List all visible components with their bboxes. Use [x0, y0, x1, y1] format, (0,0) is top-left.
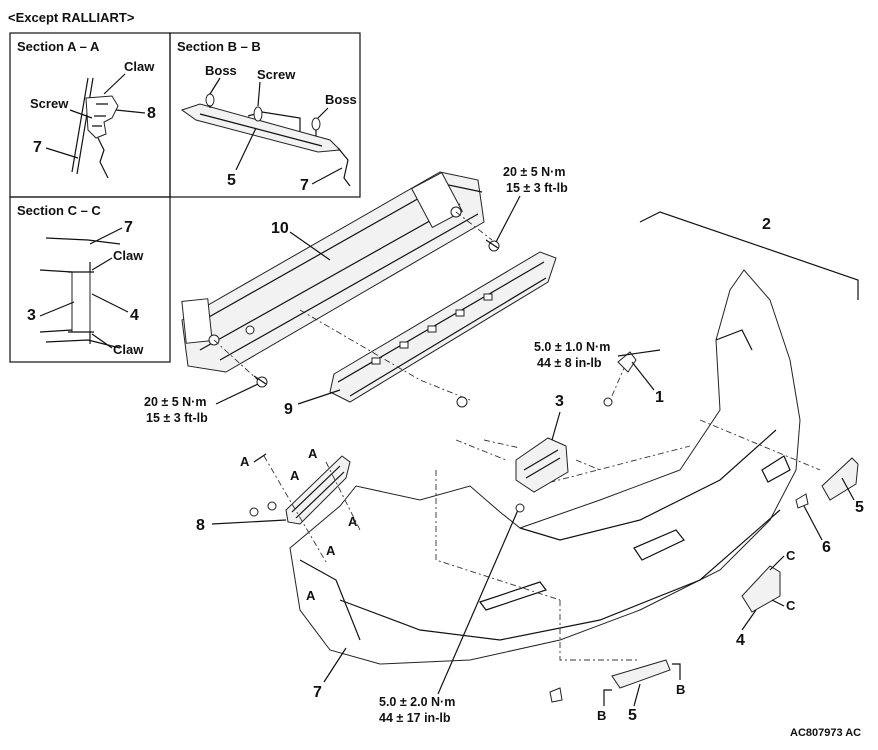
svg-text:A: A [240, 454, 250, 469]
section-c-box: Section C – C 7 Claw 3 4 Claw [9, 196, 171, 363]
torque-left-ftlb: 15 ± 3 ft-lb [146, 411, 208, 425]
section-b-boss-left-label: Boss [205, 63, 237, 78]
callout-2: 2 [762, 216, 771, 233]
section-b-box: Section B – B Boss Screw Boss 5 7 [169, 32, 361, 198]
callout-5-bottom: 5 [628, 707, 637, 724]
callout-10: 10 [271, 220, 289, 237]
energy-absorber [299, 251, 557, 403]
torque-bottom-inlb: 44 ± 17 in-lb [379, 711, 451, 725]
callout-7: 7 [313, 684, 322, 701]
section-b-screw-label: Screw [257, 67, 296, 82]
clip-6 [795, 493, 809, 509]
callout-1: 1 [655, 389, 664, 406]
section-c-title: Section C – C [17, 203, 101, 218]
section-markers-a: A A A A A A [240, 446, 361, 603]
section-a-title: Section A – A [17, 39, 100, 54]
section-a-screw-label: Screw [30, 96, 69, 111]
svg-text:C: C [786, 598, 796, 613]
section-c-callout-4: 4 [130, 307, 139, 324]
section-a-box: Section A – A Claw Screw 8 7 [9, 32, 171, 198]
torque-mid-inlb: 44 ± 8 in-lb [537, 356, 602, 370]
figure-code: AC807973 AC [790, 727, 861, 739]
section-a-callout-7: 7 [33, 139, 42, 156]
svg-text:B: B [597, 708, 606, 723]
beam-bolt-left [253, 375, 268, 388]
torque-top-nm: 20 ± 5 N·m [503, 165, 565, 179]
torque-left-nm: 20 ± 5 N·m [144, 395, 206, 409]
svg-text:A: A [326, 543, 336, 558]
svg-text:A: A [306, 588, 316, 603]
svg-text:C: C [786, 548, 796, 563]
section-c-callout-3: 3 [27, 307, 36, 324]
torque-top-ftlb: 15 ± 3 ft-lb [506, 181, 568, 195]
side-reflector-right [821, 457, 859, 501]
callout-6: 6 [822, 539, 831, 556]
section-b-callout-7: 7 [300, 177, 309, 194]
diagram-header: <Except RALLIART> [8, 10, 135, 25]
beam-bolt-top [485, 239, 500, 252]
section-b-title: Section B – B [177, 39, 261, 54]
bumper-cover [289, 269, 821, 665]
retainer-1 [603, 351, 637, 407]
cover-screw [515, 503, 525, 513]
callout-9: 9 [284, 401, 293, 418]
section-c-callout-7: 7 [124, 219, 133, 236]
svg-text:A: A [308, 446, 318, 461]
reflector-bottom [611, 659, 671, 689]
torque-mid-nm: 5.0 ± 1.0 N·m [534, 340, 610, 354]
section-c-claw-top-label: Claw [113, 248, 144, 263]
absorber-bolt [456, 396, 468, 408]
section-b-boss-right-label: Boss [325, 92, 357, 107]
section-a-claw-label: Claw [124, 59, 155, 74]
section-a-callout-8: 8 [147, 105, 156, 122]
section-markers-b: B B [597, 663, 685, 723]
bottom-clip [549, 687, 563, 703]
callout-5-right: 5 [855, 499, 864, 516]
callout-3: 3 [555, 393, 564, 410]
side-bracket [249, 455, 351, 525]
svg-text:A: A [290, 468, 300, 483]
callout-8: 8 [196, 517, 205, 534]
section-markers-c: C C [769, 548, 796, 613]
torque-bottom-nm: 5.0 ± 2.0 N·m [379, 695, 455, 709]
callout-4: 4 [736, 632, 745, 649]
section-b-callout-5: 5 [227, 172, 236, 189]
svg-text:B: B [676, 682, 685, 697]
reinforcement-beam [181, 171, 493, 381]
license-lamp [455, 437, 601, 493]
section-c-claw-bottom-label: Claw [113, 342, 144, 357]
svg-text:A: A [348, 514, 358, 529]
reflector-right-housing [741, 565, 781, 613]
